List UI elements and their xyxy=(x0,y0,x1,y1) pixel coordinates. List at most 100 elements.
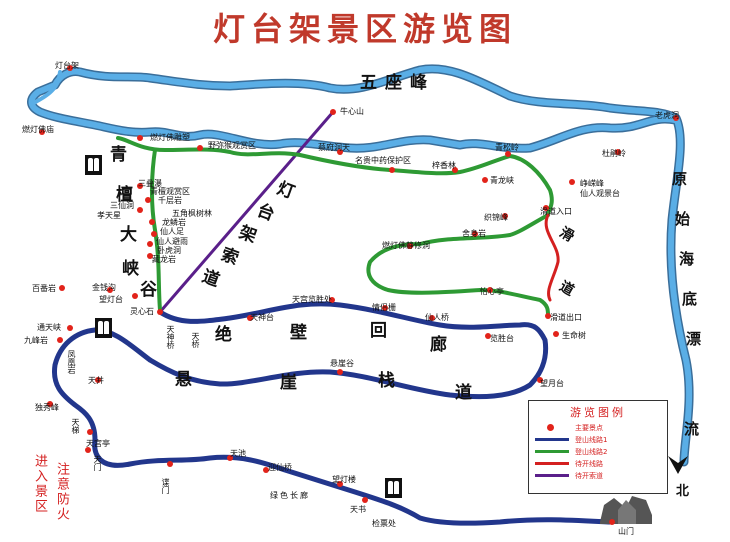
poi-dot xyxy=(197,145,203,151)
poi-label: 青龙峡 xyxy=(490,176,514,185)
poi-label: 滑道入口 xyxy=(540,207,572,216)
poi-dot xyxy=(137,183,143,189)
poi-dot xyxy=(151,231,157,237)
poi-dot xyxy=(337,369,343,375)
poi-label: 名贵中药保护区 xyxy=(355,156,411,165)
peak-label: 五座峰 xyxy=(360,73,435,93)
fire-note: 注意防火 xyxy=(54,462,69,522)
poi-dot xyxy=(95,377,101,383)
poi-label: 天宫亭 xyxy=(86,439,110,448)
drift-label: 海 xyxy=(679,250,695,268)
north-arrow xyxy=(668,456,688,474)
legend-item-label: 登山线路1 xyxy=(575,436,608,444)
poi-label: 灯台架 xyxy=(55,61,79,70)
poi-dot xyxy=(382,305,388,311)
poi-dot xyxy=(545,313,551,319)
poi-dot xyxy=(362,497,368,503)
drift-label: 流 xyxy=(684,420,700,438)
poi-label: 三仙洞 xyxy=(110,201,134,210)
poi-dot xyxy=(39,129,45,135)
poi-label: 天神桥 xyxy=(166,325,175,349)
trail-route-2 xyxy=(116,136,554,317)
poi-dot xyxy=(429,315,435,321)
entrance-note: 进入景区 xyxy=(32,454,47,514)
poi-label: 凤凰岩 xyxy=(67,350,76,374)
drift-label: 原 xyxy=(672,170,688,188)
poi-label: 三叠瀑 xyxy=(138,179,162,188)
legend-item-label: 主要景点 xyxy=(575,424,603,432)
page-title: 灯台架景区游览图 xyxy=(212,10,517,48)
poi-dot xyxy=(132,293,138,299)
poi-dot xyxy=(452,167,458,173)
poi-label: 望灯楼 xyxy=(332,475,356,484)
river-branch xyxy=(30,70,62,106)
poi-label: 仙人避雨 xyxy=(156,237,188,246)
poi-dot xyxy=(502,213,508,219)
poi-dot xyxy=(389,167,395,173)
corridor-label: 回 xyxy=(370,321,387,341)
restroom-icon xyxy=(95,318,112,338)
poi-label: 峥嵘峰 xyxy=(580,179,604,188)
poi-label: 怡心亭 xyxy=(480,287,504,296)
legend-item-label: 待开索道 xyxy=(575,472,603,480)
poi-dot xyxy=(407,243,413,249)
poi-dot xyxy=(569,179,575,185)
poi-label: 燃灯佛雕塑 xyxy=(150,133,190,142)
poi-label: 织锦峰 xyxy=(484,213,508,222)
poi-label: 迎仙桥 xyxy=(268,463,292,472)
drift-label: 漂 xyxy=(686,330,702,348)
cableway-line xyxy=(158,111,335,313)
poi-label: 藏龙岩 xyxy=(152,255,176,264)
restroom-icon xyxy=(385,478,402,498)
gorge-label: 大 xyxy=(120,225,137,245)
poi-label: 天梯 xyxy=(71,418,80,434)
poi-label: 牛心山 xyxy=(340,107,364,116)
poi-label: 天桥 xyxy=(191,332,200,348)
poi-label: 卧虎洞 xyxy=(157,246,181,255)
poi-dot xyxy=(485,333,491,339)
poi-label: 孝天星 xyxy=(97,211,121,220)
poi-label: 滑道出口 xyxy=(550,313,582,322)
poi-dot xyxy=(227,455,233,461)
poi-dot xyxy=(673,115,679,121)
poi-dot xyxy=(59,285,65,291)
poi-dot xyxy=(87,429,93,435)
poi-label: 杜鹃岭 xyxy=(602,149,626,158)
legend-item: 待开索道 xyxy=(535,471,663,480)
gorge-label: 青 xyxy=(110,145,127,165)
poi-label: 百番岩 xyxy=(32,284,56,293)
poi-dot xyxy=(553,331,559,337)
poi-label: 望灯台 xyxy=(99,295,123,304)
poi-label: 通天峡 xyxy=(37,323,61,332)
poi-label: 天神台 xyxy=(250,313,274,322)
poi-dot xyxy=(615,149,621,155)
poi-label: 蔡府洞天 xyxy=(318,143,350,152)
poi-label: 金钱沟 xyxy=(92,283,116,292)
gorge-label: 谷 xyxy=(140,280,157,300)
poi-label: 山门 xyxy=(618,527,634,536)
poi-dot xyxy=(247,315,253,321)
legend-swatch xyxy=(535,474,569,477)
poi-label: 情侣栅 xyxy=(372,303,396,312)
poi-dot xyxy=(487,287,493,293)
poi-label: 九峰岩 xyxy=(24,336,48,345)
poi-label: 龙鳞岩 xyxy=(162,218,186,227)
poi-dot xyxy=(85,447,91,453)
corridor-label: 廊 xyxy=(430,335,447,355)
poi-dot xyxy=(167,461,173,467)
poi-label: 谍门 xyxy=(161,478,170,494)
poi-dot xyxy=(472,231,478,237)
poi-dot xyxy=(145,197,151,203)
plankway-label: 道 xyxy=(455,383,472,403)
poi-label: 野弥猴观赏区 xyxy=(208,141,256,150)
legend: 游览图例 主要景点 登山线路1 登山线路2 待开线路 待开索道 xyxy=(528,400,668,494)
gorge-label: 峡 xyxy=(122,259,139,279)
poi-dot xyxy=(157,309,163,315)
poi-label: 检票处 xyxy=(372,519,396,528)
poi-dot xyxy=(263,467,269,473)
plankway-label: 栈 xyxy=(378,371,395,391)
poi-dot xyxy=(107,287,113,293)
poi-label: 天书 xyxy=(350,505,366,514)
poi-label: 五角枫树林 xyxy=(172,209,212,218)
